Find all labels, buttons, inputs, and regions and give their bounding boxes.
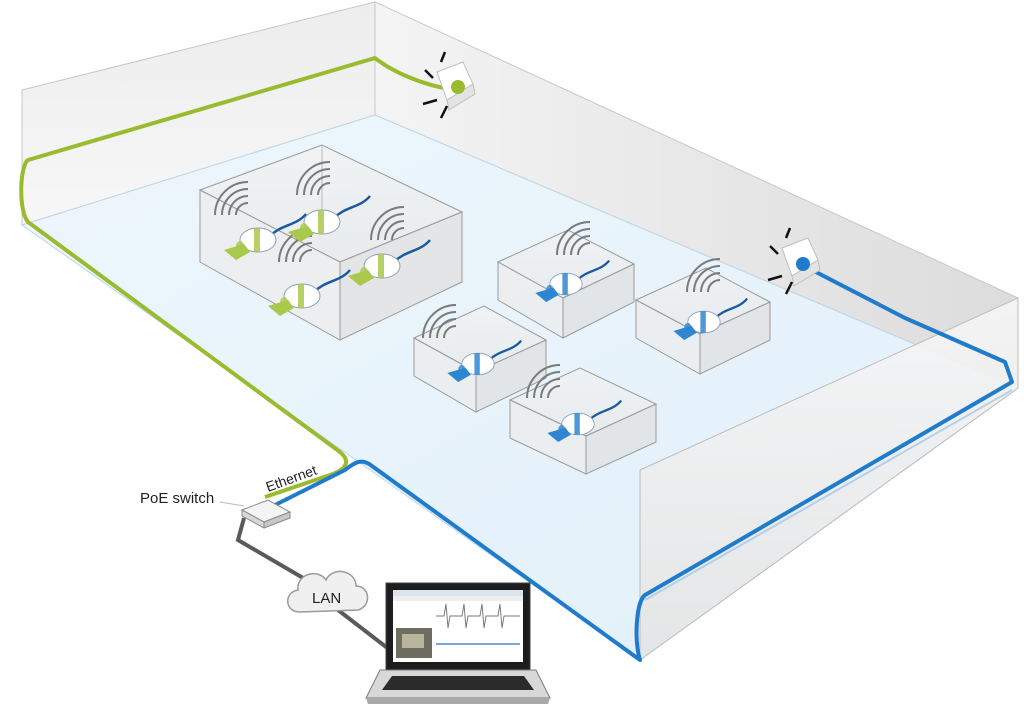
receiver-green (422, 51, 476, 119)
lan-to-laptop-cable (336, 608, 392, 652)
signal-wave (429, 311, 457, 339)
cables (19, 56, 1014, 662)
eeg-trace (436, 603, 520, 629)
cage-2 (496, 229, 636, 339)
signal-wave (526, 364, 561, 399)
signal-wave (221, 188, 249, 216)
green-ethernet-cable (19, 56, 456, 499)
signal-wave (707, 279, 721, 293)
signal-wave (310, 175, 331, 196)
signal-wave (370, 206, 405, 241)
signal-wave (693, 265, 721, 293)
signal-wave (228, 195, 249, 216)
signal-wave (577, 242, 591, 256)
signal-wave (377, 213, 405, 241)
animals (214, 161, 749, 442)
signal-wave (391, 227, 405, 241)
signal-wave (384, 220, 405, 241)
signal-wave (570, 235, 591, 256)
rat-with-transmitter (673, 297, 749, 340)
signal-wave (235, 202, 249, 216)
signal-wave (443, 325, 457, 339)
cage-4 (412, 305, 548, 413)
signal-wave (563, 228, 591, 256)
receiver-blue-indicator (796, 257, 810, 271)
rat-with-transmitter (268, 269, 351, 316)
signal-wave (299, 249, 313, 263)
rat-with-transmitter (224, 213, 307, 260)
receiver-blue (767, 227, 821, 295)
signal-wave (303, 168, 331, 196)
signal-wave (214, 181, 249, 216)
signal-wave (556, 221, 591, 256)
blue-ethernet-cable (274, 268, 1014, 662)
rat-with-transmitter (348, 239, 431, 286)
rat-with-transmitter (547, 399, 623, 442)
receiver-green-indicator (451, 80, 465, 94)
signal-wave (296, 161, 331, 196)
cage-3 (634, 267, 772, 375)
signal-wave (540, 378, 561, 399)
poe-switch (240, 499, 292, 529)
switch-to-lan-cable (235, 517, 312, 584)
signal-wave (686, 258, 721, 293)
lan-label: LAN (312, 590, 341, 607)
signal-wave (700, 272, 721, 293)
signal-wave (422, 304, 457, 339)
signal-wave (292, 242, 313, 263)
signal-wave (547, 385, 561, 399)
poe-switch-label: PoE switch (140, 490, 214, 507)
rat-with-transmitter (288, 195, 371, 242)
signal-wave (317, 182, 331, 196)
signal-wave (533, 371, 561, 399)
rat-with-transmitter (447, 339, 523, 382)
signal-wave (436, 318, 457, 339)
lan-cloud (287, 570, 369, 613)
laptop (365, 582, 551, 704)
